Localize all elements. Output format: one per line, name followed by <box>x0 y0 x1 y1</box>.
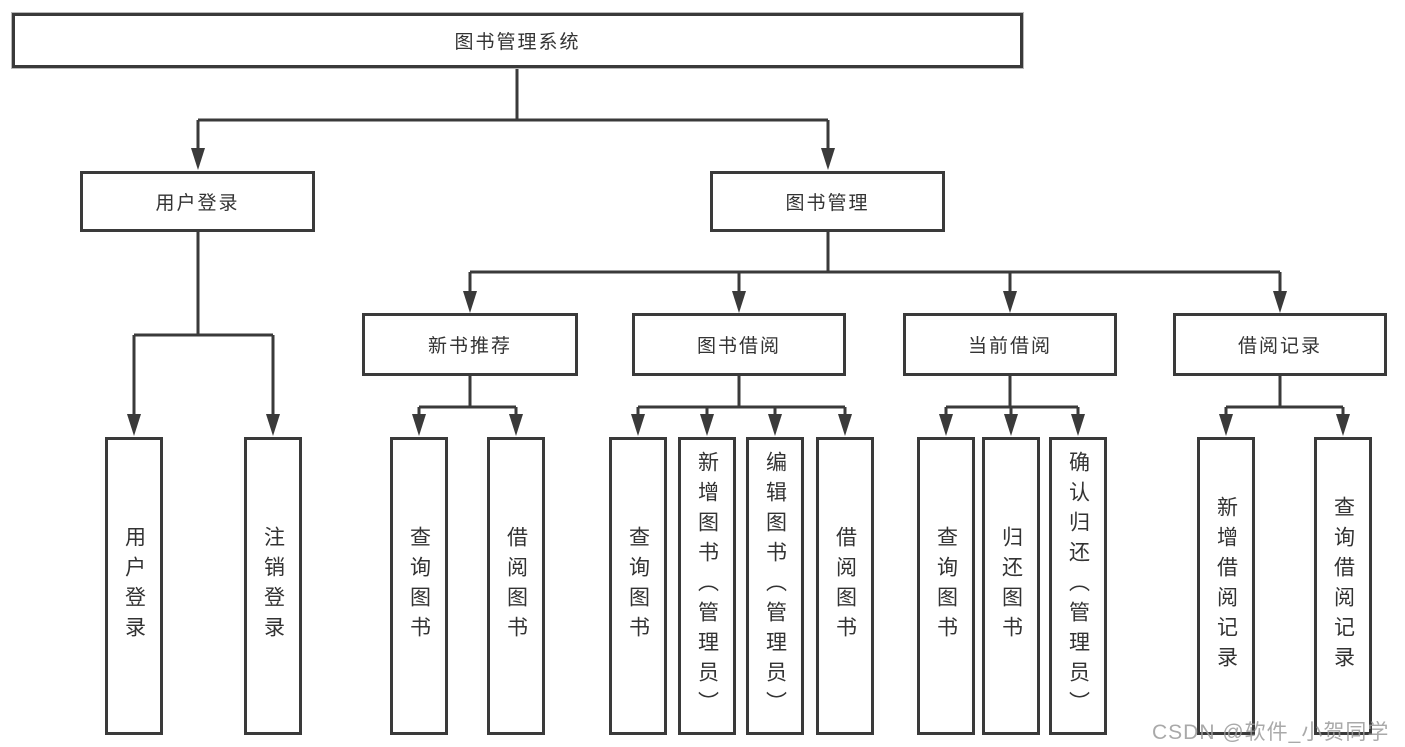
node-borrow-records: 借阅记录 <box>1173 313 1387 376</box>
node-user-login-label: 用户登录 <box>155 193 240 214</box>
node-current-borrow: 当前借阅 <box>903 313 1117 376</box>
leaf-query-books-borrow-label: 查询图书 <box>626 526 650 646</box>
leaf-query-books-recommend: 查询图书 <box>390 437 448 735</box>
leaf-query-books-recommend-label: 查询图书 <box>407 526 431 646</box>
leaf-confirm-return-admin-label: 确认归还（管理员） <box>1066 451 1090 721</box>
leaf-add-book-admin-label: 新增图书（管理员） <box>695 451 719 721</box>
leaf-add-book-admin: 新增图书（管理员） <box>678 437 736 735</box>
leaf-borrow-books: 借阅图书 <box>816 437 874 735</box>
node-user-login: 用户登录 <box>80 171 315 232</box>
leaf-logout-label: 注销登录 <box>261 526 285 646</box>
leaf-query-books-current-label: 查询图书 <box>934 526 958 646</box>
leaf-user-login-label: 用户登录 <box>122 526 146 646</box>
node-book-borrow: 图书借阅 <box>632 313 846 376</box>
node-new-book-recommend-label: 新书推荐 <box>427 336 512 357</box>
connector-currentborrow-to-leaves <box>944 376 1080 419</box>
connector-root-to-level2 <box>196 68 830 153</box>
leaf-borrow-books-label: 借阅图书 <box>833 526 857 646</box>
node-borrow-records-label: 借阅记录 <box>1237 336 1322 357</box>
leaf-add-borrow-record: 新增借阅记录 <box>1197 437 1255 735</box>
leaf-confirm-return-admin: 确认归还（管理员） <box>1049 437 1107 735</box>
leaf-logout: 注销登录 <box>244 437 302 735</box>
node-current-borrow-label: 当前借阅 <box>967 336 1052 357</box>
leaf-borrow-books-recommend-label: 借阅图书 <box>504 526 528 646</box>
leaf-user-login: 用户登录 <box>105 437 163 735</box>
leaf-add-borrow-record-label: 新增借阅记录 <box>1214 496 1238 676</box>
node-root-label: 图书管理系统 <box>454 32 581 53</box>
leaf-edit-book-admin: 编辑图书（管理员） <box>746 437 804 735</box>
connector-bookborrow-to-leaves <box>636 376 847 419</box>
connector-bookmgmt-to-level3 <box>468 232 1282 296</box>
leaf-edit-book-admin-label: 编辑图书（管理员） <box>763 451 787 721</box>
node-book-management-label: 图书管理 <box>785 193 870 214</box>
arrowheads <box>127 148 1350 436</box>
node-new-book-recommend: 新书推荐 <box>362 313 578 376</box>
watermark: CSDN @软件_小贺同学 <box>1152 721 1390 744</box>
leaf-query-books-current: 查询图书 <box>917 437 975 735</box>
leaf-query-borrow-record: 查询借阅记录 <box>1314 437 1372 735</box>
connector-records-to-leaves <box>1224 376 1345 419</box>
node-book-management: 图书管理 <box>710 171 945 232</box>
leaf-return-book: 归还图书 <box>982 437 1040 735</box>
node-root: 图书管理系统 <box>12 13 1023 68</box>
leaf-query-borrow-record-label: 查询借阅记录 <box>1331 496 1355 676</box>
leaf-return-book-label: 归还图书 <box>999 526 1023 646</box>
leaf-query-books-borrow: 查询图书 <box>609 437 667 735</box>
node-book-borrow-label: 图书借阅 <box>696 336 781 357</box>
connector-newbook-to-leaves <box>417 376 518 419</box>
leaf-borrow-books-recommend: 借阅图书 <box>487 437 545 735</box>
connector-userlogin-to-leaves <box>132 232 275 419</box>
